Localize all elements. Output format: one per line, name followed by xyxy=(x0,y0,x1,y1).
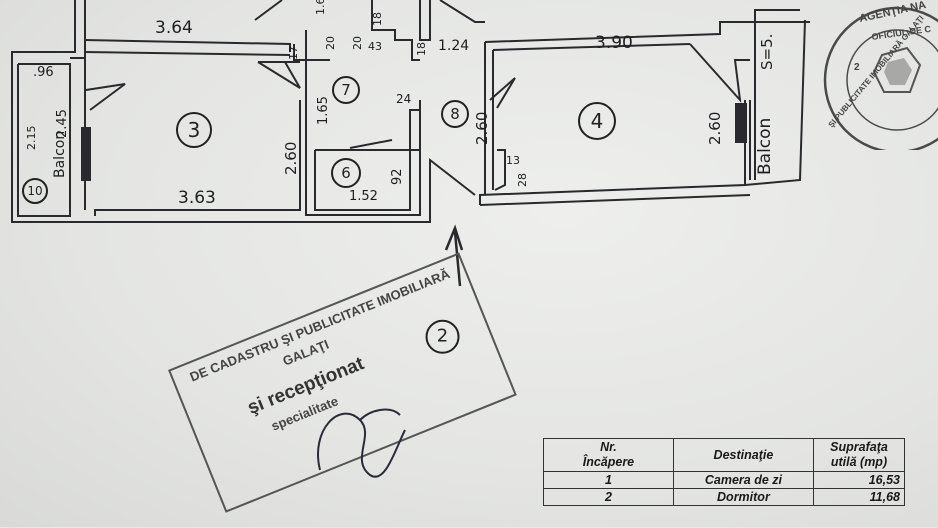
signature-scribble xyxy=(317,408,406,478)
reception-stamp-number: 2 xyxy=(425,319,460,354)
header-supr-line1: Suprafaţa xyxy=(830,440,888,454)
dim-2-60-a: 2.60 xyxy=(282,142,300,175)
dim-43: 43 xyxy=(368,40,382,53)
dim-17: 17 xyxy=(287,46,300,60)
table-cell-nr: 1 xyxy=(543,471,674,489)
table-row: 2 Dormitor 11,68 xyxy=(543,488,906,506)
balcon-area-label: S=5. xyxy=(758,34,776,70)
header-supr-line2: utilă (mp) xyxy=(830,455,888,469)
table-cell-nr: 2 xyxy=(543,488,674,506)
dim-1-52: 1.52 xyxy=(349,189,378,204)
dim-18-b: 18 xyxy=(415,42,428,56)
table-cell-dest: Camera de zi xyxy=(672,471,814,489)
table-cell-supr: 11,68 xyxy=(812,488,906,506)
dim-1-65: 1.65 xyxy=(316,96,331,125)
dim-2-15: 2.15 xyxy=(25,126,38,151)
round-official-stamp: AGENŢIA NA OFICIUL DE C ŞI PUBLICITATE I… xyxy=(823,0,938,150)
dim-3-63: 3.63 xyxy=(178,188,216,208)
dim-92: 92 xyxy=(390,168,405,185)
room-number-7: 7 xyxy=(332,76,360,104)
room-number-4: 4 xyxy=(578,102,616,140)
dim-13: 13 xyxy=(506,154,520,167)
room-number-6: 6 xyxy=(331,158,361,188)
dim-3-90: 3.90 xyxy=(595,33,633,53)
dim-2-45: 2.45 xyxy=(55,109,70,138)
table-header-nr: Nr.Încăpere xyxy=(543,438,674,472)
dim-2-60-b: 2.60 xyxy=(473,112,491,145)
dim-1-6: 1.6 xyxy=(314,0,327,15)
table-row: 1 Camera de zi 16,53 xyxy=(543,471,906,489)
dim-0-96: .96 xyxy=(33,65,54,80)
header-nr-line2: Încăpere xyxy=(582,455,635,469)
table-cell-supr: 16,53 xyxy=(812,471,906,489)
dim-24: 24 xyxy=(396,92,411,106)
room-number-10: 10 xyxy=(22,178,48,204)
room-number-3: 3 xyxy=(176,112,212,148)
table-cell-dest: Dormitor xyxy=(672,488,814,506)
dim-28: 28 xyxy=(516,173,529,187)
dim-2-60-c: 2.60 xyxy=(706,112,724,145)
dim-20-b: 20 xyxy=(351,36,364,50)
balcon-right-label: Balcon xyxy=(755,118,775,175)
dim-20-a: 20 xyxy=(324,36,337,50)
room-number-8: 8 xyxy=(441,100,469,128)
dim-18-a: 18 xyxy=(371,12,384,26)
dim-3-64: 3.64 xyxy=(155,18,193,38)
header-nr-line1: Nr. xyxy=(600,440,617,454)
balcon-left-label: Balcon xyxy=(52,131,68,178)
dim-1-24: 1.24 xyxy=(438,38,469,54)
table-header-destinatie: Destinaţie xyxy=(672,438,814,472)
round-stamp-number: 2 xyxy=(854,62,860,73)
